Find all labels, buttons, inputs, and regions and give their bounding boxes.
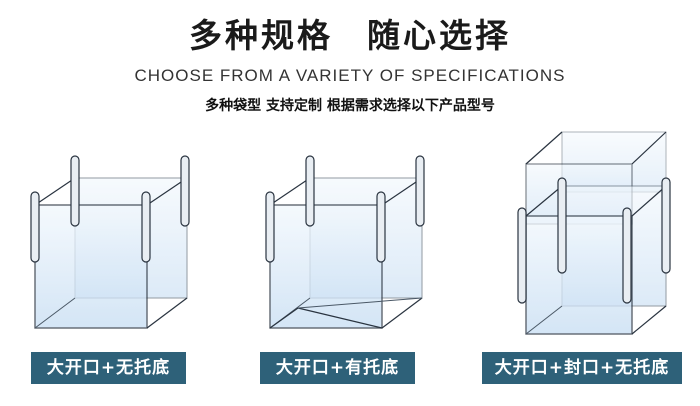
product-label-1: 大开口+无托底 [31,352,186,384]
product-label-3: 大开口+封口+无托底 [482,352,682,384]
subtitle-chinese: 多种袋型 支持定制 根据需求选择以下产品型号 [205,98,495,114]
title-left: 多种规格 [189,16,333,55]
product-label-2: 大开口+有托底 [260,352,415,384]
title-right: 随心选择 [367,16,511,55]
sealed-top-bag-no-bottom-icon [512,124,677,339]
subtitle-english: CHOOSE FROM A VARIETY OF SPECIFICATIONS [134,66,566,85]
page-title: 多种规格随心选择 [0,14,700,58]
open-top-bag-with-bottom-icon [263,150,433,335]
open-top-bag-no-bottom-icon [28,150,198,335]
